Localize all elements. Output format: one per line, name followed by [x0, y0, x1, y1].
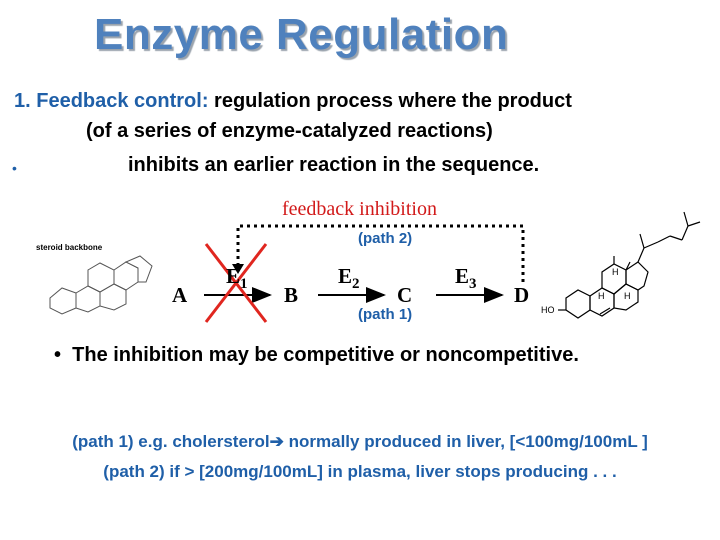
feedback-arrowhead: [232, 264, 244, 274]
path-1-label: (path 1): [358, 306, 413, 323]
cholesterol-structure: [558, 211, 701, 319]
node-d: D: [514, 283, 530, 307]
slide-title: Enzyme Regulation: [94, 10, 509, 59]
point-2: • The inhibition may be competitive or n…: [54, 344, 579, 367]
point-1-text-c: inhibits an earlier reaction in the sequ…: [128, 154, 540, 176]
node-a: A: [172, 283, 188, 307]
note-path-2: (path 2) if > [200mg/100mL] in plasma, l…: [103, 462, 617, 481]
node-b: B: [284, 283, 299, 307]
cholesterol-ho-label: HO: [541, 305, 555, 315]
point-1-text-a: regulation process where the product: [208, 90, 572, 112]
cholesterol-h-label-1: H: [612, 267, 619, 277]
inhibition-cross-line-2: [204, 243, 268, 323]
steroid-backbone-label: steroid backbone: [36, 243, 103, 252]
node-c: C: [397, 283, 413, 307]
cholesterol-h-label-2: H: [598, 291, 605, 301]
path-2-label: (path 2): [358, 230, 413, 247]
enzyme-e3: E3: [455, 264, 477, 293]
cholesterol-h-label-3: H: [624, 291, 631, 301]
enzyme-e2: E2: [338, 264, 360, 293]
feedback-control-label: 1. Feedback control:: [14, 90, 209, 112]
note-path-1: (path 1) e.g. cholersterol➔ normally pro…: [72, 432, 648, 451]
bullet-marker: •: [12, 160, 17, 176]
right-arrow-icon: ➔: [269, 432, 284, 451]
feedback-dashed-line: [236, 224, 525, 282]
point-2-text: The inhibition may be competitive or non…: [72, 344, 579, 366]
point-1-text-b: (of a series of enzyme-catalyzed reactio…: [86, 120, 493, 142]
steroid-backbone-drawing: [49, 255, 153, 315]
point-2-bullet: •: [54, 344, 62, 366]
enzyme-e1: E1: [226, 264, 248, 293]
point-1-line-1: 1. Feedback control: regulation process …: [14, 90, 572, 113]
feedback-inhibition-label: feedback inhibition: [282, 198, 437, 220]
